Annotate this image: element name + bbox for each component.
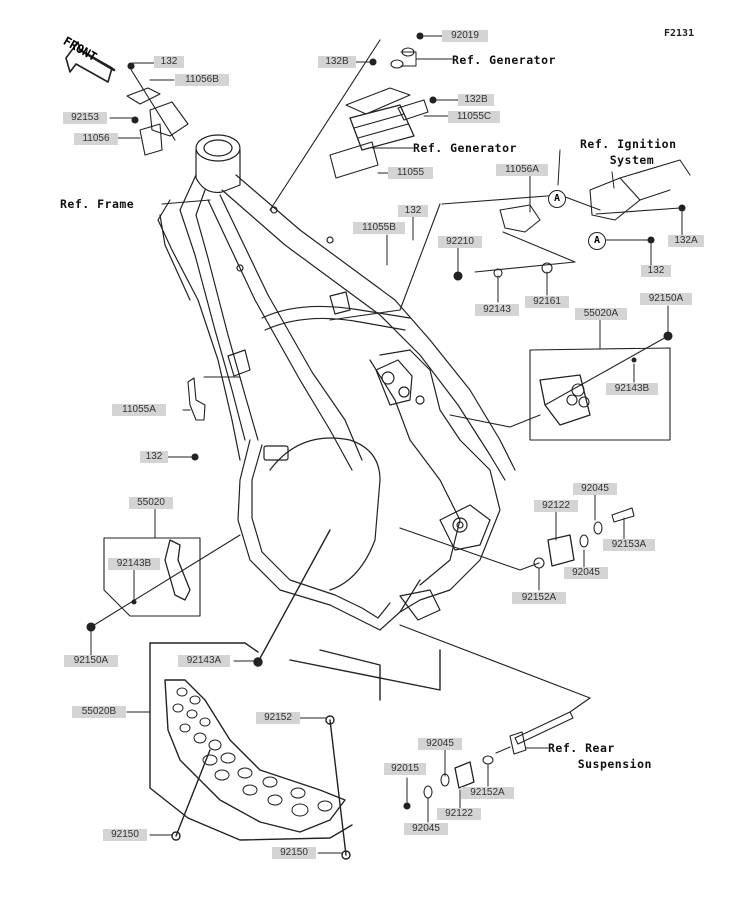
part-label-92143b-left[interactable]: 92143B	[108, 558, 160, 570]
part-label-92152a-a[interactable]: 92152A	[512, 592, 566, 604]
part-label-132-mid[interactable]: 132	[398, 205, 428, 217]
regulator-assy	[269, 32, 437, 211]
main-frame	[157, 134, 516, 631]
part-label-132b-a[interactable]: 132B	[318, 56, 356, 68]
part-label-92210[interactable]: 92210	[438, 236, 482, 248]
part-label-92152[interactable]: 92152	[256, 712, 300, 724]
part-label-92153a[interactable]: 92153A	[603, 539, 655, 551]
part-label-92143a[interactable]: 92143A	[178, 655, 230, 667]
part-label-92150a-right[interactable]: 92150A	[640, 293, 692, 305]
part-label-92143b-right[interactable]: 92143B	[606, 383, 658, 395]
part-label-11056[interactable]: 11056	[74, 133, 118, 145]
bracket-11055a	[187, 376, 241, 461]
part-label-92019[interactable]: 92019	[442, 30, 488, 42]
part-label-55020[interactable]: 55020	[129, 497, 173, 509]
part-label-92150-a[interactable]: 92150	[103, 829, 147, 841]
part-label-92015[interactable]: 92015	[384, 763, 426, 775]
diagram-code: F2131	[664, 28, 695, 39]
ref-frame[interactable]: Ref. Frame	[60, 197, 135, 211]
part-label-92161[interactable]: 92161	[525, 296, 569, 308]
part-label-55020a[interactable]: 55020A	[575, 308, 627, 320]
callout-a-lower: A	[588, 232, 606, 250]
part-label-92122-a[interactable]: 92122	[534, 500, 578, 512]
chain-roller-lower	[399, 624, 591, 810]
part-label-92122-b[interactable]: 92122	[437, 808, 481, 820]
part-label-55020b[interactable]: 55020B	[72, 706, 126, 718]
part-label-92045-b[interactable]: 92045	[564, 567, 608, 579]
part-label-92045-a[interactable]: 92045	[573, 483, 617, 495]
skid-plate	[149, 529, 441, 860]
part-label-92152a-b[interactable]: 92152A	[461, 787, 514, 799]
part-label-92150-b[interactable]: 92150	[272, 847, 316, 859]
part-label-92045-c[interactable]: 92045	[418, 738, 462, 750]
part-label-132b-b[interactable]: 132B	[458, 94, 494, 106]
part-label-92143[interactable]: 92143	[475, 304, 519, 316]
ref-generator-mid[interactable]: Ref. Generator	[413, 141, 517, 155]
chain-guide-right	[449, 331, 673, 441]
part-label-11055b[interactable]: 11055B	[353, 222, 405, 234]
ref-generator-top[interactable]: Ref. Generator	[452, 53, 556, 67]
ignition-bracket-assy	[329, 159, 691, 321]
part-label-132-left[interactable]: 132	[140, 451, 168, 463]
part-label-92045-d[interactable]: 92045	[404, 823, 448, 835]
part-label-92150a-left[interactable]: 92150A	[64, 655, 118, 667]
part-label-11055c[interactable]: 11055C	[448, 111, 500, 123]
part-label-92153[interactable]: 92153	[63, 112, 107, 124]
chain-slider-left	[86, 534, 241, 632]
front-arrow-icon	[65, 41, 116, 83]
part-label-11056b[interactable]: 11056B	[175, 74, 229, 86]
part-label-132-top[interactable]: 132	[154, 56, 184, 68]
part-label-11055a[interactable]: 11055A	[112, 404, 166, 416]
ref-ignition-system[interactable]: Ref. Ignition System	[580, 137, 677, 167]
callout-a-upper: A	[548, 190, 566, 208]
part-label-11056a[interactable]: 11056A	[496, 164, 548, 176]
ref-rear-suspension[interactable]: Ref. Rear Suspension	[548, 741, 652, 771]
leader-lines	[90, 35, 683, 854]
part-label-132a[interactable]: 132A	[668, 235, 704, 247]
headlight-bracket-assy	[126, 62, 189, 156]
part-label-132-ign[interactable]: 132	[641, 265, 671, 277]
part-label-11055[interactable]: 11055	[388, 167, 433, 179]
chain-roller-upper	[399, 507, 635, 571]
